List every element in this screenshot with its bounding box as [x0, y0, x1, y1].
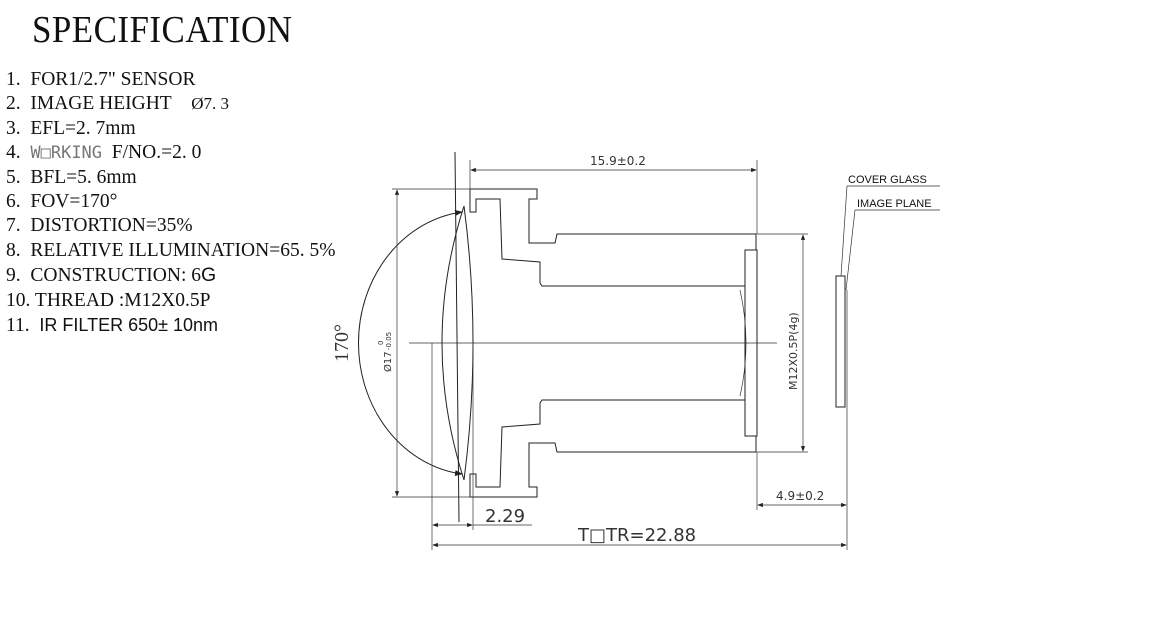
spec-item: 9. CONSTRUCTION: 6G	[6, 264, 217, 287]
spec-item: 2. IMAGE HEIGHT Ø7. 3	[6, 93, 230, 115]
spec-item: 10. THREAD :M12X0.5P	[6, 289, 211, 311]
svg-text:2.29: 2.29	[485, 506, 525, 527]
svg-text:4.9±0.2: 4.9±0.2	[776, 489, 824, 503]
svg-text:Ø17: Ø17	[382, 351, 394, 372]
total-track-dimension: T□TR=22.88	[432, 525, 847, 548]
lens-barrel	[469, 188, 758, 498]
diameter-dimension: Ø17 0 -0.05	[377, 188, 470, 498]
spec-item: 7. DISTORTION=35%	[6, 215, 193, 237]
fov-label: 170°	[331, 324, 353, 362]
spec-item: 6. FOV=170°	[6, 191, 118, 213]
svg-text:COVER GLASS: COVER GLASS	[848, 174, 927, 186]
spec-item: 11. IR FILTER 650± 10nm	[6, 315, 219, 337]
length-dimension: 15.9±0.2	[469, 154, 758, 234]
svg-text:15.9±0.2: 15.9±0.2	[590, 154, 646, 168]
cover-glass: COVER GLASS IMAGE PLANE	[835, 174, 940, 408]
spec-item: 8. RELATIVE ILLUMINATION=65. 5%	[6, 239, 336, 261]
svg-text:T□TR=22.88: T□TR=22.88	[577, 525, 696, 546]
thread-dimension: M12X0.5P(4g)	[757, 233, 808, 453]
spec-item: 5. BFL=5. 6mm	[6, 166, 137, 188]
svg-text:IMAGE PLANE: IMAGE PLANE	[857, 198, 932, 210]
spec-item: 1. FOR1/2.7" SENSOR	[6, 69, 196, 90]
spec-list: 1. FOR1/2.7" SENSOR 2. IMAGE HEIGHT Ø7. …	[6, 68, 335, 338]
svg-text:-0.05: -0.05	[385, 332, 393, 350]
fov-arc	[357, 210, 463, 476]
spec-item: 4. W□RKING F/NO.=2. 0	[6, 142, 202, 164]
front-lens	[441, 151, 474, 523]
flange-back-dimension: 4.9±0.2	[756, 290, 848, 550]
svg-text:M12X0.5P(4g): M12X0.5P(4g)	[787, 312, 800, 390]
spec-item: 3. EFL=2. 7mm	[6, 117, 136, 139]
svg-text:0: 0	[377, 341, 385, 345]
page-title: SPECIFICATION	[32, 9, 293, 51]
front-offset-dimension: 2.29	[431, 343, 532, 550]
